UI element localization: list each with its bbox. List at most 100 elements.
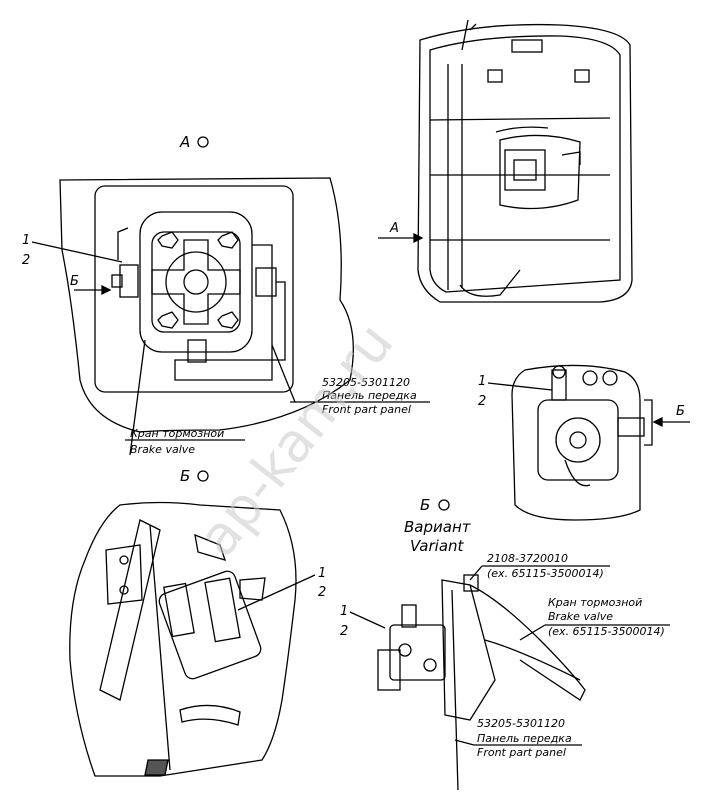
valve-left-fitting: [119, 264, 139, 298]
view-b-leader: [237, 574, 316, 611]
cab-frame-lines: [447, 64, 463, 290]
view-b-fitting-1: [204, 577, 241, 643]
brake-valve-ru: Кран тормозной: [130, 427, 224, 440]
variant-valve-top: [401, 604, 417, 628]
variant-ru: Вариант: [404, 518, 472, 536]
cab-hatch-square: [504, 149, 546, 191]
front-panel-en: Front part panel: [322, 403, 411, 416]
view-a-arrow-b-head: [101, 284, 112, 296]
variant-valve-ru: Кран тормозной: [548, 596, 642, 609]
view-b-num-2: 2: [318, 585, 326, 600]
view-a-num-2: 2: [22, 253, 30, 268]
view-b-plate-hole-2: [119, 585, 129, 595]
variant-rotation-icon: [438, 499, 450, 511]
detail-right-pipe: [644, 399, 653, 446]
view-b-num-1: 1: [318, 566, 326, 581]
detail-num-2: 2: [478, 394, 486, 409]
variant-pedal: [469, 584, 586, 701]
detail-right-fitting: [617, 417, 645, 437]
view-a-title: А: [179, 133, 190, 151]
variant-valve-body: [389, 624, 446, 681]
view-b-plate: [105, 544, 143, 605]
view-b: Б 1 2: [69, 467, 326, 777]
cab-mirror: [461, 19, 477, 51]
brake-valve-en: Brake valve: [130, 443, 195, 456]
cab-arrow-a-label: А: [389, 221, 399, 236]
variant-num-2: 2: [340, 624, 348, 639]
variant-pedal-edge: [484, 639, 581, 681]
detail-hole-1: [582, 370, 598, 386]
cab-hatch-detail: [561, 151, 581, 165]
variant-panel-en: Front part panel: [477, 746, 566, 759]
valve-body: [139, 211, 253, 353]
variant-valve-bolt-1: [398, 643, 412, 657]
cab-view: А: [378, 19, 633, 303]
view-b-right-bolt: [239, 577, 266, 601]
detail-right: 1 2 Б: [478, 364, 690, 521]
cab-outer: [417, 23, 633, 303]
detail-valve-hub: [569, 431, 587, 449]
detail-top-fitting: [551, 369, 567, 401]
variant-valve-leader: [519, 624, 546, 641]
view-b-hatch: [144, 759, 169, 776]
detail-arrow-b-head: [652, 416, 663, 428]
valve-right-pipe: [174, 244, 286, 381]
front-panel-leader: [271, 344, 296, 403]
valve-right-fitting: [255, 267, 277, 297]
variant-view: Б Вариант Variant 1 2 2108-3720010 (ex. …: [340, 496, 670, 791]
variant-num-leader: [349, 611, 386, 629]
view-b-bottom-part: [179, 704, 241, 726]
front-panel-callout: 53205-5301120 Панель передка Front part …: [271, 344, 430, 416]
cab-inner: [429, 35, 621, 293]
detail-arrow-b-label: Б: [676, 404, 685, 419]
variant-bracket: [441, 579, 496, 721]
view-b-rotation-icon: [197, 470, 209, 482]
variant-panel-leader: [454, 739, 475, 746]
detail-body: [511, 364, 641, 521]
valve-center-hub: [183, 269, 209, 295]
view-b-plate-hole-1: [119, 555, 129, 565]
detail-leader: [487, 382, 553, 391]
cab-hose: [459, 269, 521, 297]
view-a-arrow-b-label: Б: [70, 274, 79, 289]
front-panel-ru: Панель передка: [322, 389, 417, 402]
variant-valve-side: [377, 649, 401, 691]
variant-panel-line: [451, 589, 459, 791]
variant-valve-ex: (ex. 65115-3500014): [548, 625, 665, 638]
valve-bolt-tr: [217, 231, 239, 249]
cab-marker-left: [487, 69, 503, 83]
valve-cross: [151, 239, 241, 325]
detail-num-1: 1: [478, 374, 486, 389]
valve-bolt-br: [217, 311, 239, 329]
detail-top-cap: [552, 365, 566, 379]
cab-cross-lines: [429, 117, 611, 241]
view-b-valve: [158, 570, 262, 680]
variant-valve-bolt-2: [423, 658, 437, 672]
valve-bolt-tl: [157, 231, 179, 249]
cab-hatch-inner: [513, 159, 537, 181]
valve-bolt-bl: [157, 311, 179, 329]
valve-bottom-fitting: [187, 339, 207, 363]
view-a-rotation-icon: [197, 136, 209, 148]
variant-part-leader: [469, 565, 483, 581]
valve-center-ring: [165, 251, 227, 313]
variant-panel-code: 53205-5301120: [477, 717, 565, 730]
view-b-title: Б: [180, 467, 190, 485]
view-a: А 1 2 Б Кран тормозной Brake valve: [22, 133, 354, 456]
view-a-leader-1: [31, 241, 123, 263]
front-panel-code: 53205-5301120: [322, 376, 410, 389]
detail-valve-ring: [555, 417, 601, 463]
variant-en: Variant: [410, 537, 465, 555]
view-b-panel-edge: [149, 524, 171, 771]
brake-valve-leader: [129, 339, 146, 456]
cab-hatch-arc: [495, 126, 549, 133]
cab-arrow-a-head: [413, 232, 424, 244]
valve-left-pipe: [117, 227, 129, 260]
view-b-outline: [69, 501, 297, 777]
view-b-fitting-2: [163, 582, 195, 638]
detail-valve: [537, 399, 619, 481]
variant-valve-en: Brake valve: [548, 610, 613, 623]
view-a-panel-frame: [94, 185, 294, 393]
